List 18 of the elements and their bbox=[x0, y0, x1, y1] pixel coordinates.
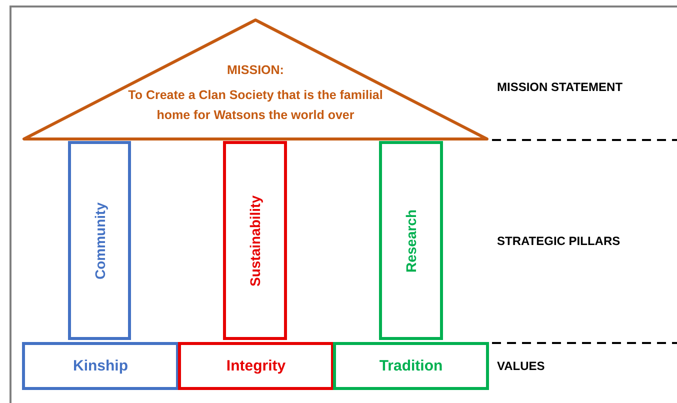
pillar-label: Research bbox=[403, 208, 419, 272]
mission-text: To Create a Clan Society that is the familial home for Watsons the world over bbox=[127, 87, 384, 124]
value-label: Kinship bbox=[73, 358, 128, 374]
value-label: Tradition bbox=[379, 358, 443, 374]
value-box bbox=[178, 342, 334, 390]
value-box bbox=[333, 342, 489, 390]
section-label: MISSION STATEMENT bbox=[497, 80, 623, 94]
pillar-label: Community bbox=[92, 202, 108, 279]
pillar-box bbox=[379, 141, 443, 340]
pillar-label: Sustainability bbox=[247, 194, 263, 286]
pillar-box bbox=[68, 141, 131, 340]
roof-triangle bbox=[22, 18, 489, 141]
pillar-box bbox=[223, 141, 287, 340]
value-box bbox=[22, 342, 179, 390]
value-label: Integrity bbox=[226, 358, 286, 374]
section-label: VALUES bbox=[497, 359, 545, 373]
section-label: STRATEGIC PILLARS bbox=[497, 234, 620, 248]
mission-heading: MISSION: bbox=[226, 62, 285, 79]
